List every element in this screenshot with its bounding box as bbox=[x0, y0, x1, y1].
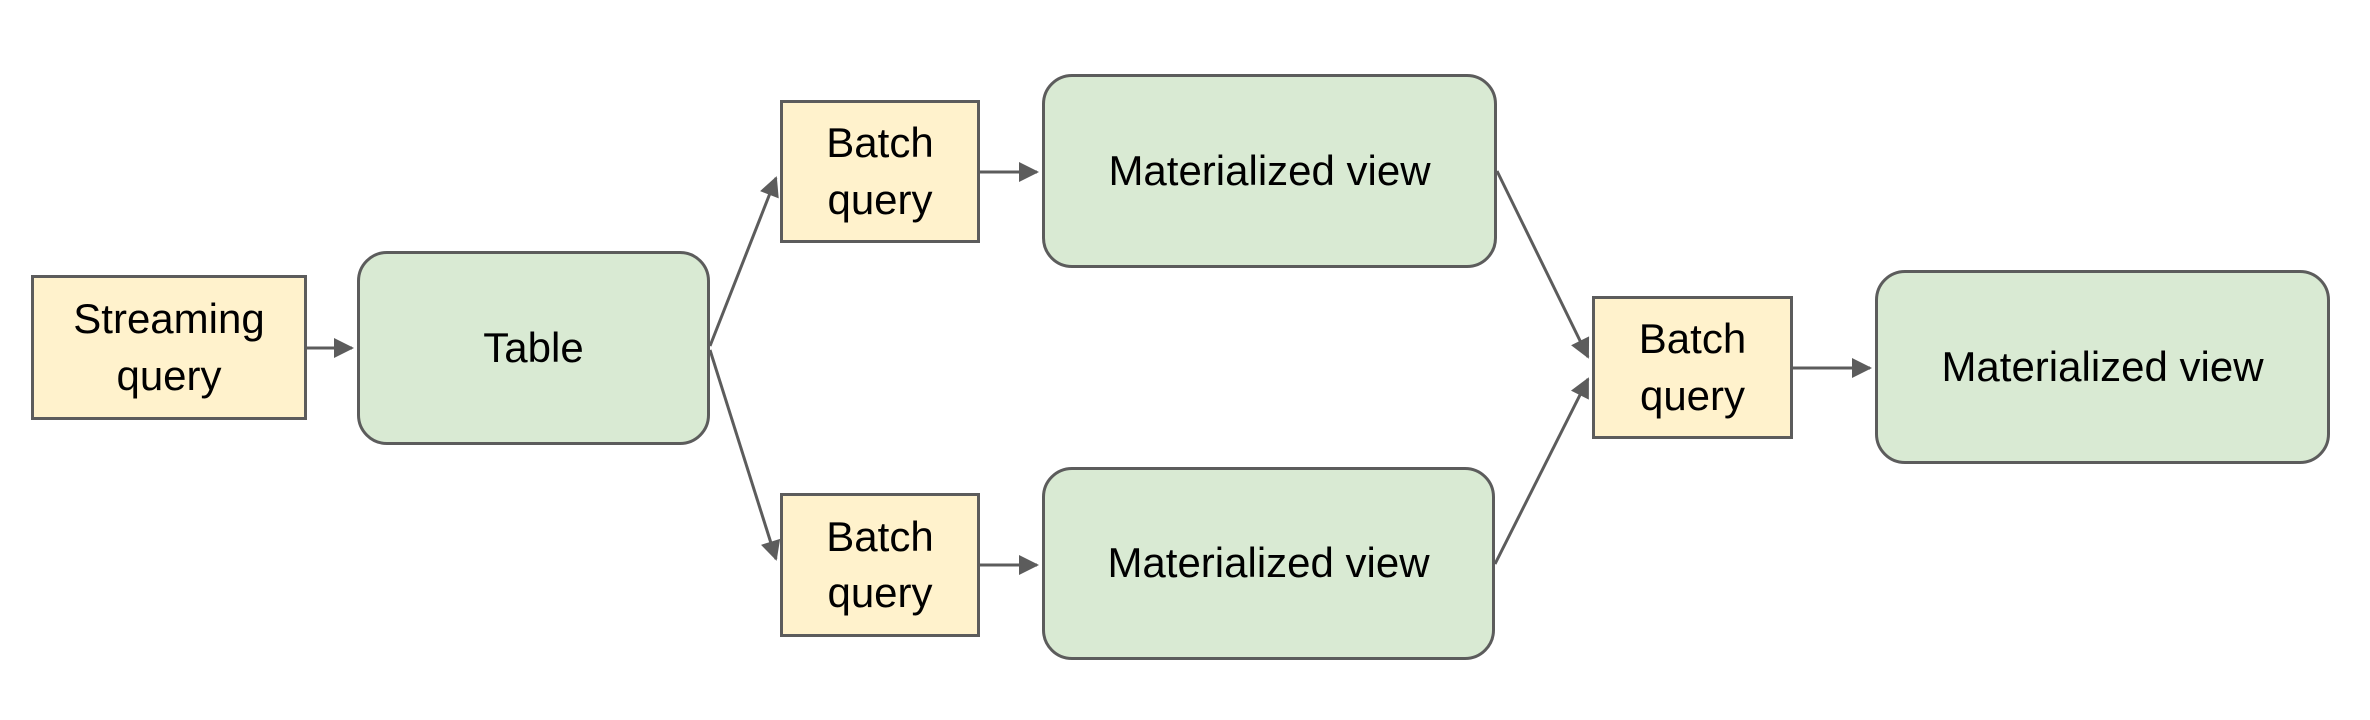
edge-table-to-batch-bottom bbox=[708, 349, 781, 561]
node-batch-query-final-label: Batch query bbox=[1638, 315, 1747, 419]
edge-mv-top-to-batch-final bbox=[1495, 170, 1590, 359]
node-streaming-query-label: Streaming query bbox=[73, 295, 265, 399]
node-batch-query-bottom-label: Batch query bbox=[826, 512, 934, 616]
node-materialized-view-bottom: Materialized view bbox=[1042, 467, 1495, 660]
node-table-label: Table bbox=[483, 323, 584, 371]
node-batch-query-final: Batch query bbox=[1592, 296, 1793, 439]
node-batch-query-bottom: Batch query bbox=[780, 493, 980, 637]
node-materialized-view-final-label: Materialized view bbox=[1941, 342, 2264, 390]
edge-table-to-batch-top bbox=[708, 176, 779, 347]
edge-mv-bottom-to-batch-final bbox=[1493, 377, 1590, 565]
node-batch-query-top: Batch query bbox=[780, 100, 980, 243]
node-materialized-view-top-label: Materialized view bbox=[1108, 146, 1431, 194]
node-materialized-view-top: Materialized view bbox=[1042, 74, 1497, 268]
node-streaming-query: Streaming query bbox=[31, 275, 307, 420]
node-table: Table bbox=[357, 251, 710, 445]
node-materialized-view-final: Materialized view bbox=[1875, 270, 2330, 464]
node-batch-query-top-label: Batch query bbox=[826, 119, 934, 223]
node-materialized-view-bottom-label: Materialized view bbox=[1107, 539, 1430, 587]
